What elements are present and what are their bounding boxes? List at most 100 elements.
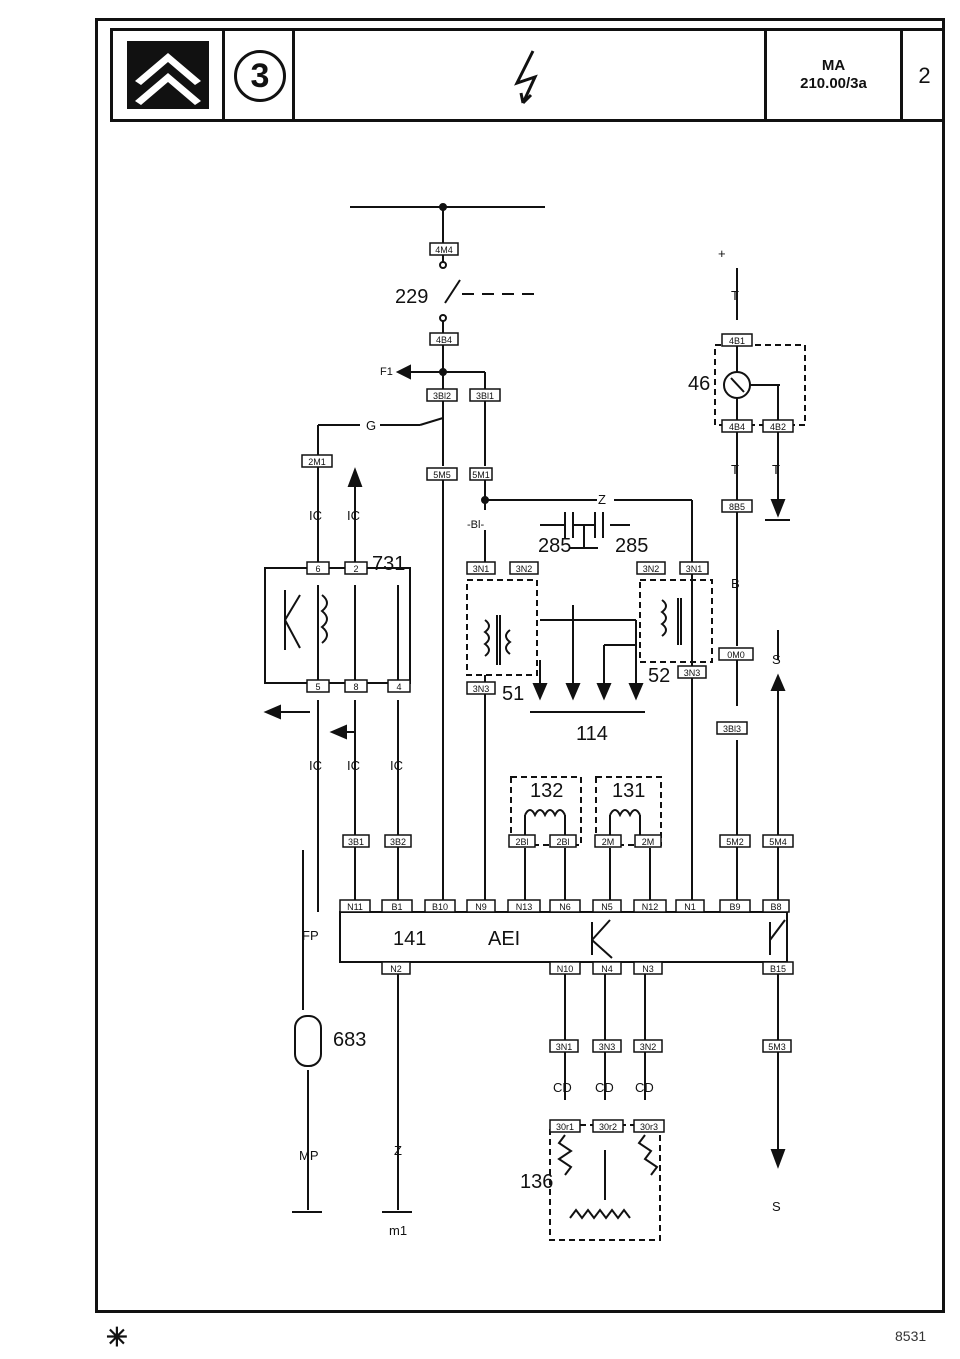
connector-label: 8 — [353, 682, 358, 692]
connector-box — [762, 961, 794, 975]
connector-label: 4 — [396, 682, 401, 692]
label-285-a: 285 — [538, 535, 571, 557]
connector-box — [762, 419, 794, 433]
connector-box — [675, 899, 705, 913]
connector-c8: 4B1 — [721, 333, 753, 347]
connector-c18: 3N3 — [466, 681, 496, 695]
connector-e2: B1 — [381, 899, 413, 913]
ic-label-3: IC — [309, 758, 322, 773]
connector-e4: N9 — [466, 899, 496, 913]
connector-label: 5 — [315, 682, 320, 692]
connector-c5: 2M1 — [301, 454, 333, 468]
connector-c30: 2M — [634, 834, 662, 848]
t-label-2: T — [731, 462, 739, 477]
label-132: 132 — [530, 780, 563, 802]
connector-box — [633, 1039, 663, 1053]
connector-box — [507, 899, 541, 913]
connector-box — [424, 899, 456, 913]
connector-label: 4B1 — [729, 336, 745, 346]
connector-box — [301, 454, 333, 468]
connector-c4: 3Bl1 — [469, 388, 501, 402]
connector-box — [592, 899, 622, 913]
connector-label: N6 — [559, 902, 571, 912]
connector-box — [466, 899, 496, 913]
label-m1: m1 — [389, 1223, 407, 1238]
connector-e11: B8 — [762, 899, 790, 913]
connector-box — [469, 388, 501, 402]
connector-e3: B10 — [424, 899, 456, 913]
bl-label: -Bl- — [467, 519, 484, 531]
brand-logo — [127, 41, 209, 109]
connector-box — [426, 467, 458, 481]
connector-box — [429, 332, 459, 346]
connector-box — [339, 899, 371, 913]
f1-label: F1 — [380, 366, 393, 378]
section-number-cell: 3 — [225, 31, 295, 119]
connector-label: 8B5 — [729, 502, 745, 512]
connector-c29: 2M — [594, 834, 622, 848]
connector-box — [387, 679, 411, 693]
label-52: 52 — [648, 665, 670, 687]
connector-e14: N4 — [592, 961, 622, 975]
connector-label: 3B1 — [348, 837, 364, 847]
connector-box — [344, 679, 368, 693]
ic-label-1: IC — [309, 508, 322, 523]
connector-label: 2M — [602, 837, 615, 847]
connector-label: N1 — [684, 902, 696, 912]
footer-code: 8531 — [895, 1328, 927, 1344]
connector-label: N2 — [390, 964, 402, 974]
connector-label: 2Bl — [556, 837, 569, 847]
connector-label: 3N2 — [643, 564, 660, 574]
connector-c13: 3Bl3 — [716, 721, 748, 735]
connector-label: 4B4 — [436, 335, 452, 345]
connector-box — [633, 961, 663, 975]
fp-label: FP — [302, 928, 319, 943]
connector-label: 2 — [353, 564, 358, 574]
connector-label: 3N1 — [686, 564, 703, 574]
connector-box — [342, 834, 370, 848]
connector-label: 3Bl2 — [433, 391, 451, 401]
connector-label: 2M1 — [308, 457, 326, 467]
ref-line1: MA — [821, 57, 846, 74]
connector-box — [594, 834, 622, 848]
cd-label-1: CD — [553, 1080, 572, 1095]
ecu-name: AEI — [488, 928, 520, 950]
page-frame — [95, 18, 945, 1313]
t-label-3: T — [772, 462, 780, 477]
connector-c15: 3N2 — [509, 561, 539, 575]
connector-box — [721, 419, 753, 433]
connector-box — [636, 561, 666, 575]
connector-c24: 4 — [387, 679, 411, 693]
connector-label: 3N1 — [473, 564, 490, 574]
connector-label: 3N3 — [684, 668, 701, 678]
reference-cell: MA 210.00/3a — [767, 31, 903, 119]
connector-label: N4 — [601, 964, 613, 974]
connector-box — [634, 834, 662, 848]
connector-label: 3N1 — [556, 1042, 573, 1052]
label-731: 731 — [372, 553, 405, 575]
s-label-1: S — [772, 652, 781, 667]
connector-label: 5M5 — [433, 470, 451, 480]
b-label: B — [731, 576, 740, 591]
connector-box — [592, 1039, 622, 1053]
connector-c7: 5M1 — [469, 467, 493, 481]
connector-label: 3Bl3 — [723, 724, 741, 734]
connector-c32: 5M4 — [762, 834, 794, 848]
connector-label: B10 — [432, 902, 448, 912]
connector-box — [509, 561, 539, 575]
connector-box — [592, 1119, 624, 1133]
connector-c23: 8 — [344, 679, 368, 693]
connector-box — [469, 467, 493, 481]
section-badge: 3 — [234, 50, 286, 102]
connector-box — [633, 1119, 665, 1133]
connector-label: B15 — [770, 964, 786, 974]
connector-c35: 3N2 — [633, 1039, 663, 1053]
connector-label: 4B2 — [770, 422, 786, 432]
connector-label: N3 — [642, 964, 654, 974]
connector-box — [306, 679, 330, 693]
connector-box — [384, 834, 412, 848]
connector-label: 0M0 — [727, 650, 745, 660]
connector-box — [306, 561, 330, 575]
label-683: 683 — [333, 1029, 366, 1051]
connector-c9: 4B4 — [721, 419, 753, 433]
